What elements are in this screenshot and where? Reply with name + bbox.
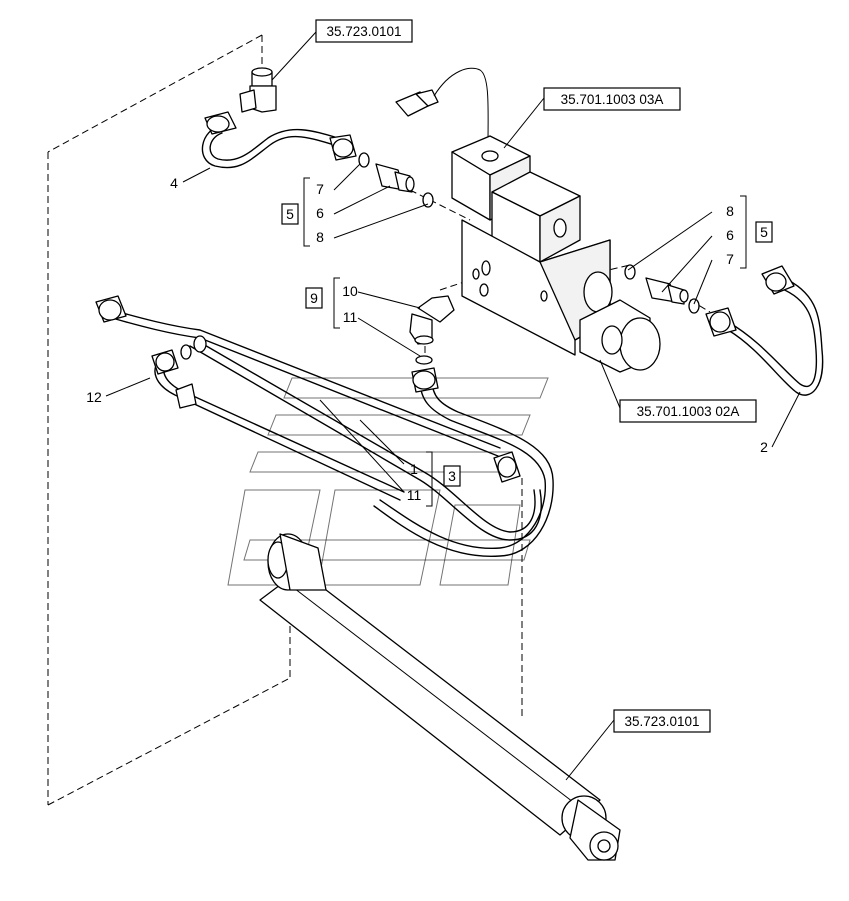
reference-box-valve-upper: 35.701.1003 03A — [543, 87, 681, 111]
leader-lines — [105, 31, 801, 781]
callout-4: 4 — [170, 175, 178, 191]
right-adapter-group — [624, 264, 700, 314]
callout-2: 2 — [760, 439, 768, 455]
group-9: 9 — [305, 277, 340, 329]
reference-box-valve-lower: 35.701.1003 02A — [619, 399, 757, 423]
elbow-fitting-10 — [409, 295, 455, 365]
callout-6-right: 6 — [726, 227, 734, 243]
svg-text:5: 5 — [760, 224, 768, 240]
svg-text:35.723.0101: 35.723.0101 — [326, 24, 401, 39]
pipe-4 — [201, 111, 357, 169]
svg-text:35.701.1003 02A: 35.701.1003 02A — [637, 404, 740, 419]
svg-text:5: 5 — [286, 206, 294, 222]
callout-11-pipe: 11 — [407, 487, 422, 503]
group-right-5: 5 — [740, 195, 773, 269]
callout-6-left: 6 — [316, 205, 324, 221]
top-elbow-fitting — [239, 67, 277, 113]
reference-box-cylinder: 35.723.0101 — [613, 709, 711, 733]
svg-text:3: 3 — [448, 468, 456, 484]
valve-block — [451, 135, 661, 373]
solenoid-connector — [395, 67, 489, 146]
callout-labels: 4 7 6 8 8 6 7 10 11 2 12 1 11 — [86, 175, 768, 503]
callout-7-right: 7 — [726, 251, 734, 267]
reference-box-top-fitting: 35.723.0101 — [315, 19, 413, 43]
hose-lines — [95, 295, 554, 558]
callout-7-left: 7 — [316, 181, 324, 197]
callout-10: 10 — [342, 283, 358, 299]
callout-1: 1 — [410, 461, 418, 477]
group-left-5: 5 — [281, 177, 310, 247]
callout-8-left: 8 — [316, 229, 324, 245]
svg-text:9: 9 — [310, 290, 318, 306]
group-3: 3 — [426, 451, 461, 507]
callout-11-elbow: 11 — [343, 309, 358, 325]
pipe-2 — [705, 265, 824, 396]
svg-text:35.723.0101: 35.723.0101 — [624, 714, 699, 729]
svg-text:35.701.1003 03A: 35.701.1003 03A — [561, 92, 664, 107]
callout-8-right: 8 — [726, 203, 734, 219]
hydraulic-cylinder — [259, 533, 621, 861]
callout-12: 12 — [86, 389, 102, 405]
left-adapter-group — [358, 152, 434, 208]
